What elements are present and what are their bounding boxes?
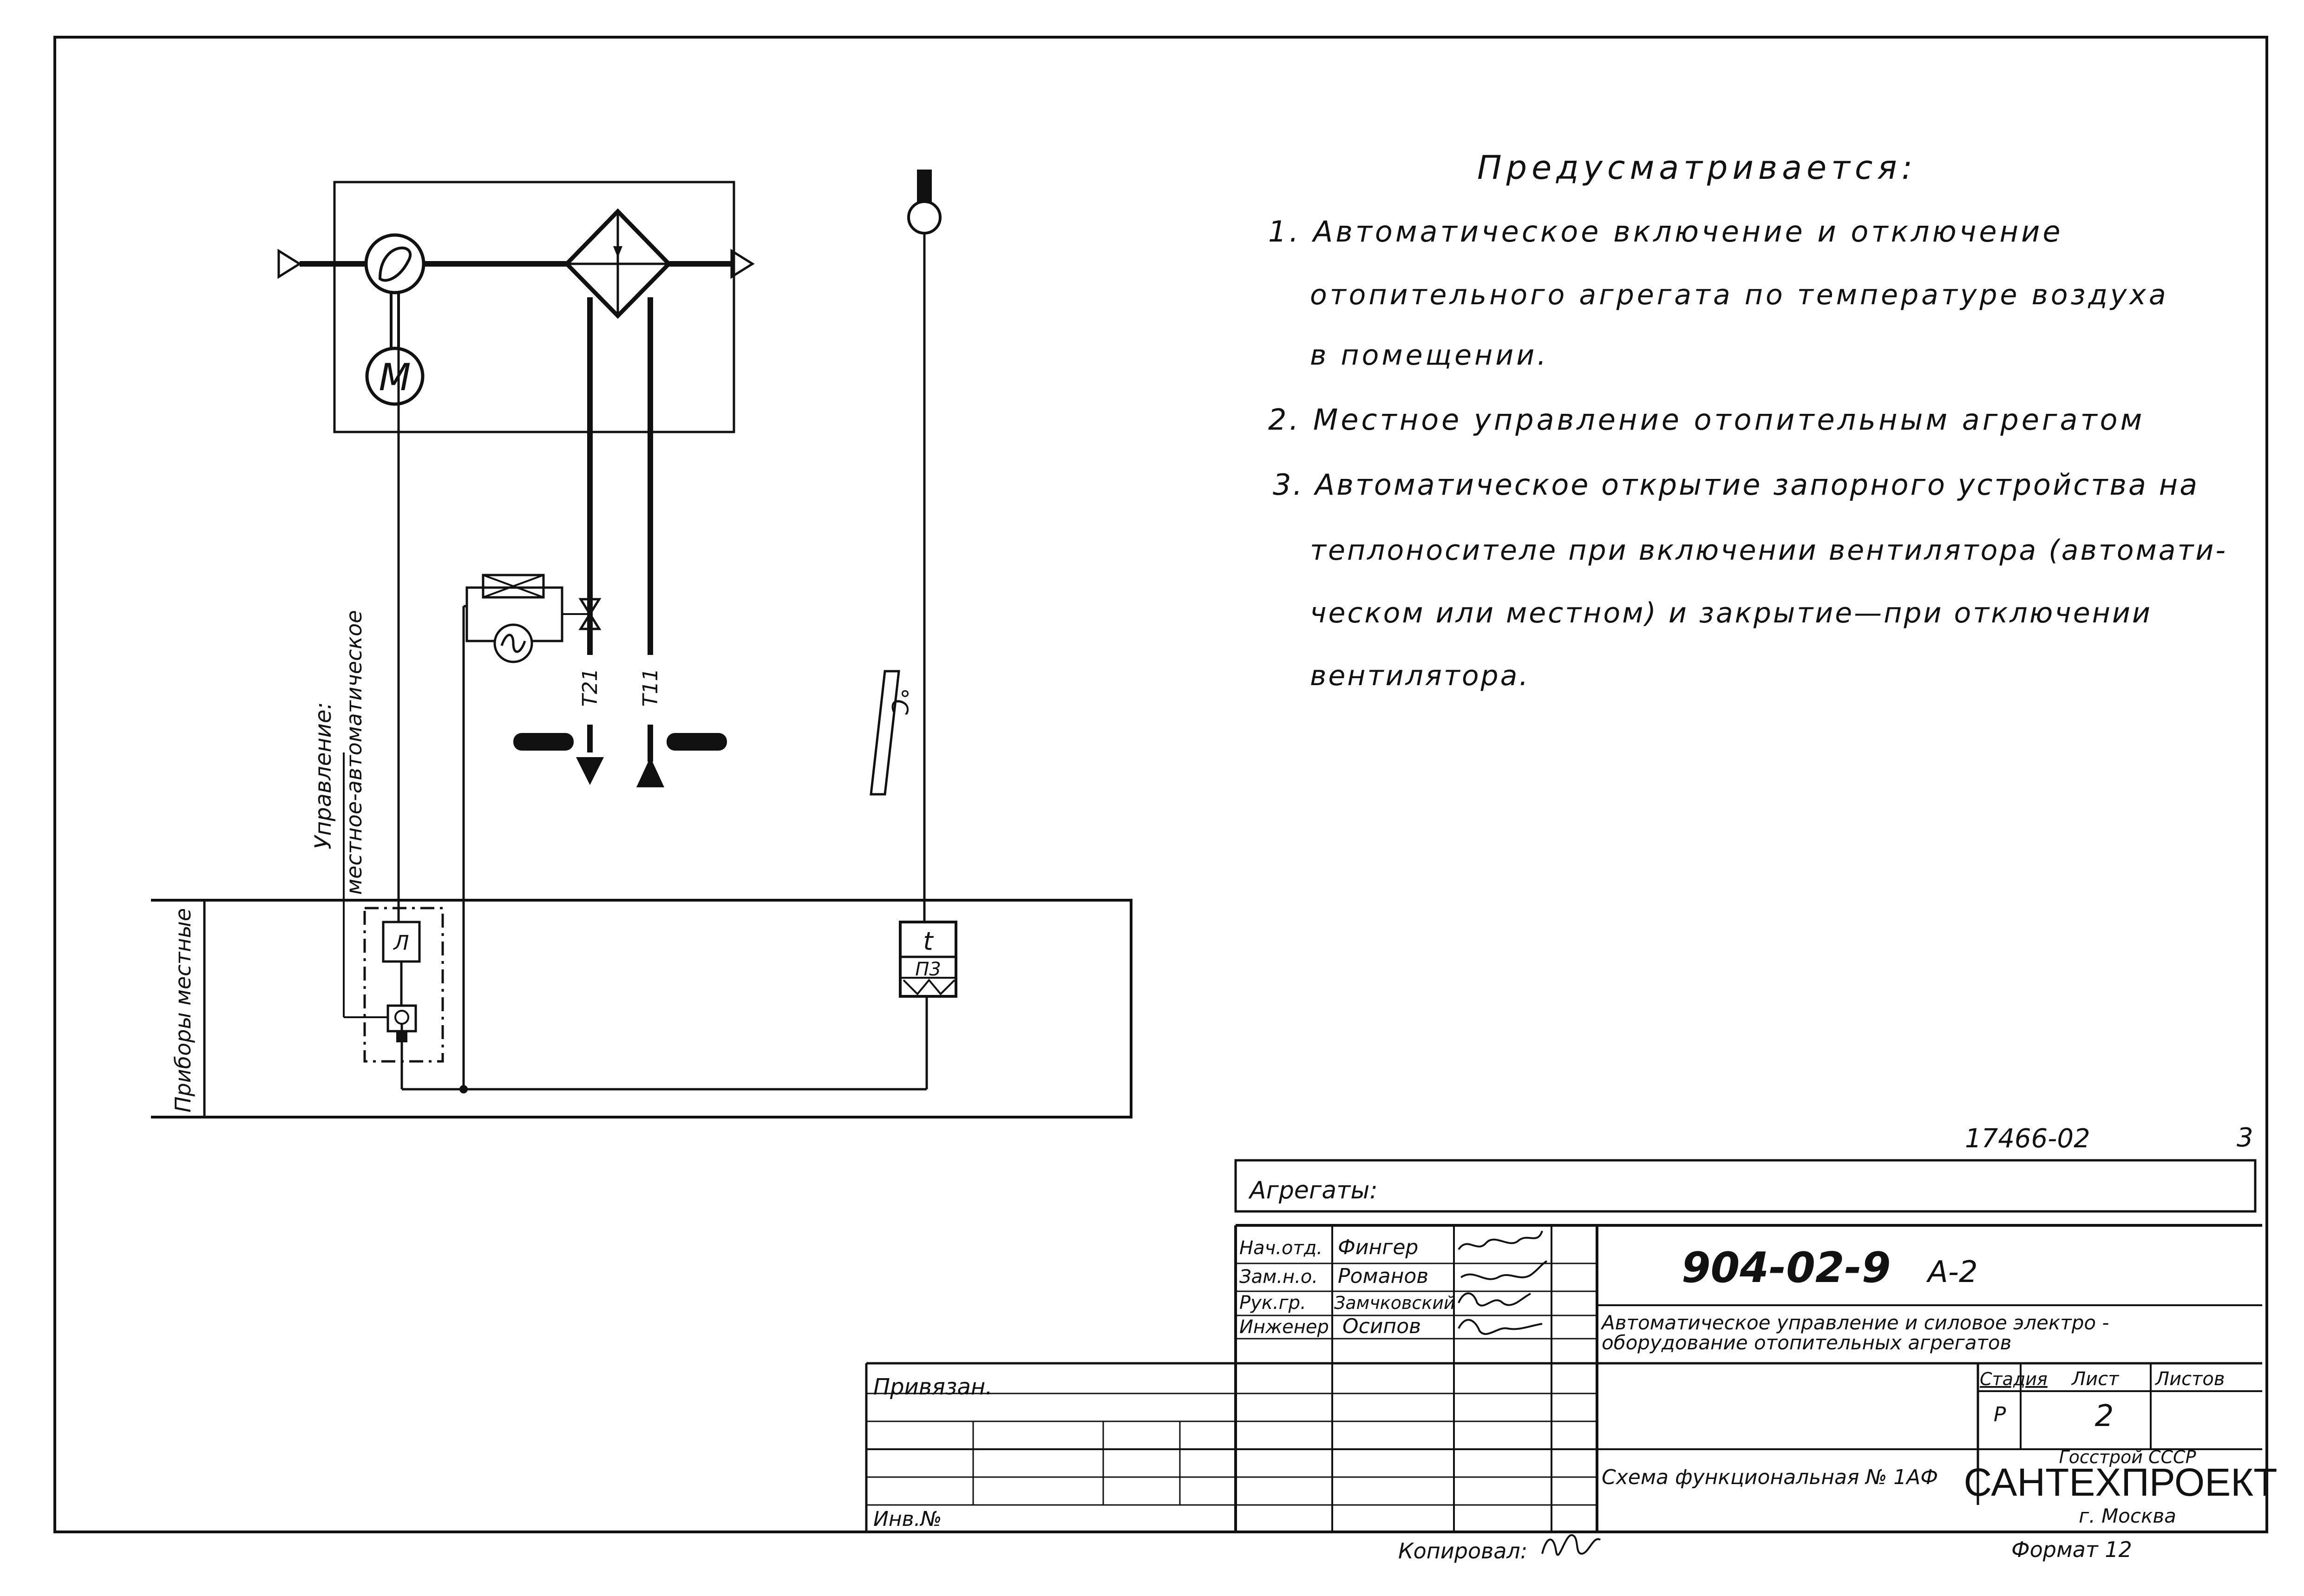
air-inlet-arrow-icon: [277, 249, 302, 279]
sheet-header: Лист: [2071, 1368, 2120, 1390]
signature-3: [1458, 1292, 1531, 1307]
inventory-label: Инв.№: [873, 1507, 942, 1531]
bound-label: Привязан.: [873, 1374, 993, 1400]
heating-unit: M: [277, 181, 755, 433]
org-name: САНТЕХПРОЕКТ: [1964, 1460, 2277, 1504]
name-3: Замчковский: [1334, 1293, 1455, 1313]
signature-1: [1458, 1230, 1543, 1250]
note-line-8: вентилятора.: [1310, 660, 1530, 692]
sheet-value: 2: [2095, 1399, 2114, 1433]
thermometer-bulb-icon: [907, 200, 942, 235]
return-pipe-label: T11: [639, 668, 662, 707]
signature-2: [1460, 1260, 1548, 1280]
return-up-arrow-icon: [636, 757, 664, 787]
unit-tag: [870, 670, 900, 796]
note-line-2: отопительного агрегата по температуре во…: [1310, 279, 2169, 311]
supply-down-arrow-icon: [576, 757, 604, 785]
heat-exchanger-arrow-icon: [613, 246, 622, 258]
return-pipe-marker: [667, 733, 727, 751]
panel-label: Приборы местные: [170, 908, 196, 1112]
motor-symbol: M: [379, 356, 411, 399]
sheet-frame: [53, 36, 2268, 1533]
name-1: Фингер: [1338, 1236, 1418, 1259]
fan-icon: [364, 233, 425, 294]
subject-label: Агрегаты:: [1248, 1177, 1378, 1204]
org-city: г. Москва: [2079, 1504, 2176, 1527]
note-line-4: 2. Местное управление отопительным агрег…: [1268, 403, 2145, 437]
sheets-header: Листов: [2154, 1368, 2225, 1390]
valve-icon: [578, 598, 602, 616]
stage-value: Р: [1994, 1403, 2006, 1426]
album-code: А-2: [1926, 1255, 1978, 1289]
doc-number-top: 17466-02: [1965, 1124, 2090, 1154]
valve-icon-2: [578, 612, 602, 630]
title-block: 17466-02 3 Агрегаты: Привязан. Инв.№ Нач…: [865, 1123, 2278, 1563]
note-line-6: теплоносителе при включении вентилятора …: [1310, 534, 2227, 567]
description-line-1: Автоматическое управление и силовое элек…: [1600, 1311, 2109, 1334]
name-2: Романов: [1338, 1264, 1428, 1288]
device-t: t: [923, 927, 934, 956]
device-p3: П3: [915, 959, 941, 980]
role-3: Рук.гр.: [1239, 1292, 1306, 1314]
ac-symbol-icon: [500, 634, 526, 653]
project-code: 904-02-9: [1682, 1243, 1891, 1292]
note-line-7: ческом или местном) и закрытие—при отклю…: [1310, 597, 2152, 629]
role-2: Зам.н.о.: [1239, 1266, 1318, 1288]
fan-blade-icon: [378, 246, 412, 282]
signature-4: [1458, 1319, 1543, 1335]
format-label: Формат 12: [2011, 1537, 2132, 1562]
notes-block: Предусматривается: 1. Автоматическое вкл…: [1268, 149, 2227, 692]
temperature-unit: °C: [886, 688, 912, 715]
stage-header: Стадия: [1980, 1369, 2048, 1389]
pipes: T21 T11: [513, 297, 727, 787]
actuator-relay-icon: [482, 574, 545, 599]
temperature-sensor: °C: [870, 170, 942, 922]
note-line-1: 1. Автоматическое включение и отключение: [1268, 215, 2063, 249]
control-label-2: местное-автоматическое: [341, 610, 367, 895]
instrument-panel: Приборы местные Управление: местное-авто…: [151, 348, 1132, 1119]
org-top: Госстрой СССР: [2059, 1447, 2196, 1467]
notes-title: Предусматривается:: [1477, 149, 1917, 187]
description-line-2: оборудование отопительных агрегатов: [1602, 1331, 2011, 1354]
role-4: Инженер: [1239, 1316, 1329, 1338]
motor-icon: [365, 347, 425, 406]
sheet-index: 3: [2237, 1123, 2253, 1153]
note-line-3: в помещении.: [1310, 339, 1549, 372]
control-label-1: Управление:: [310, 702, 336, 849]
role-1: Нач.отд.: [1239, 1237, 1322, 1259]
thermostat-device-box: [899, 921, 957, 998]
copied-by-signature: [1541, 1534, 1601, 1556]
supply-pipe-marker: [513, 733, 574, 751]
name-4: Осипов: [1342, 1315, 1421, 1338]
device-l: Л: [393, 931, 409, 955]
control-dashed-box: [363, 907, 444, 1063]
drawing-name: Схема функциональная № 1АФ: [1602, 1465, 1938, 1489]
copied-by-label: Копировал:: [1398, 1538, 1527, 1563]
supply-pipe-label: T21: [578, 668, 602, 707]
note-line-5: 3. Автоматическое открытие запорного уст…: [1273, 468, 2199, 502]
unit-housing: [333, 181, 735, 433]
shutoff-valve: [459, 574, 602, 1093]
